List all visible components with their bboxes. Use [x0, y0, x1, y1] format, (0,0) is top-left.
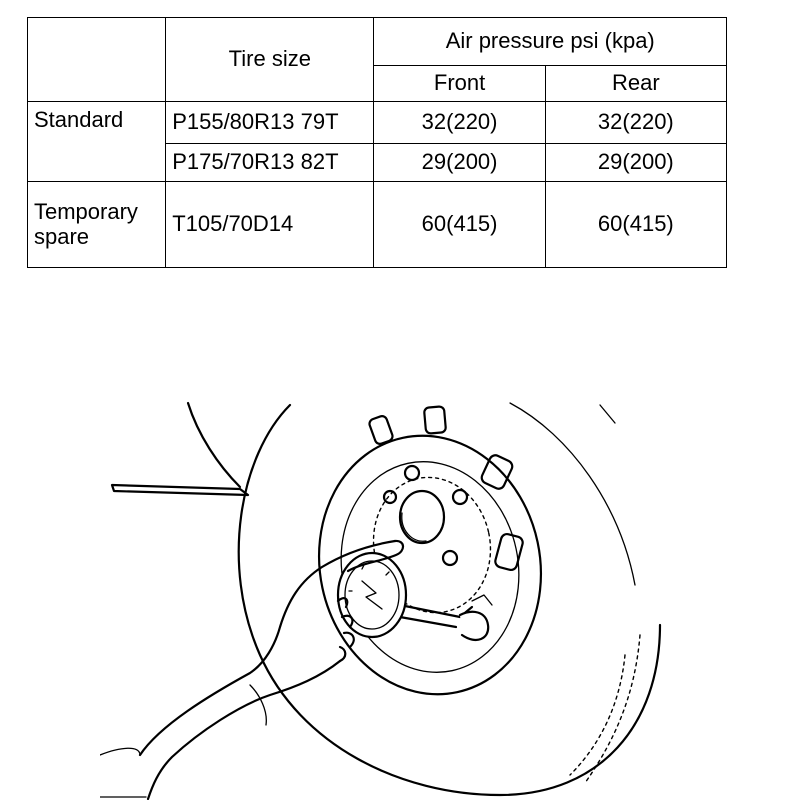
lug-nut	[382, 489, 398, 505]
tire-pressure-table: Tire size Air pressure psi (kpa) Front R…	[26, 17, 728, 268]
sleeve	[100, 747, 141, 756]
header-front: Front	[373, 65, 546, 102]
hub-cap-shade	[401, 512, 427, 542]
tire-size-cell: T105/70D14	[165, 181, 375, 268]
header-row: Tire size Air pressure psi (kpa)	[26, 17, 727, 102]
front-pressure-cell: 32(220)	[373, 101, 546, 144]
tire-size-cell: P175/70R13 82T	[165, 143, 375, 182]
tire-size-cell: P155/80R13 79T	[165, 101, 375, 144]
valve-cap	[471, 594, 493, 606]
rear-pressure-cell: 60(415)	[544, 181, 728, 268]
wheel-vent	[494, 532, 524, 572]
front-pressure-cell: 29(200)	[373, 143, 546, 182]
rear-pressure-cell: 29(200)	[544, 143, 728, 182]
gauge-face	[344, 560, 400, 630]
category-temporary-spare: Temporary spare	[26, 181, 167, 268]
header-blank-cell	[26, 17, 167, 102]
wheel-rim	[317, 434, 543, 696]
tire-outer-right	[509, 402, 636, 586]
table-row: Standard P155/80R13 79T 32(220) 32(220)	[26, 101, 728, 182]
valve-stem	[458, 610, 490, 642]
wheel-vent	[423, 405, 447, 435]
tire-outer	[237, 403, 662, 797]
thumb	[346, 539, 405, 573]
lug-nut	[403, 464, 421, 482]
fender-edge	[186, 401, 242, 489]
knuckle-line	[249, 684, 267, 726]
hub-cap	[398, 489, 446, 545]
header-rear: Rear	[544, 65, 728, 102]
fingers	[336, 597, 355, 663]
gauge-needle	[361, 580, 383, 610]
body-sill	[110, 483, 250, 497]
category-line: spare	[34, 223, 90, 249]
wheel-vent	[480, 454, 514, 490]
tread-texture	[584, 634, 641, 784]
table-row: Temporary spare T105/70D14 60(415) 60(41…	[26, 181, 728, 268]
front-pressure-cell: 60(415)	[373, 181, 546, 268]
tire-mark	[599, 404, 616, 424]
category-standard: Standard	[26, 101, 167, 182]
palm-lower	[146, 659, 342, 800]
tread-texture	[569, 654, 626, 776]
hand-outline	[138, 539, 397, 757]
wheel-vent	[368, 415, 394, 445]
gauge-stem	[398, 603, 474, 629]
subheader-row: Front Rear	[28, 65, 728, 102]
header-tire-size: Tire size	[165, 17, 375, 102]
header-air-pressure: Air pressure psi (kpa)	[373, 17, 727, 66]
rear-pressure-cell: 32(220)	[544, 101, 728, 144]
tire-pressure-gauge-icon	[100, 401, 662, 800]
lug-nut	[451, 488, 469, 506]
category-line: Temporary	[34, 199, 138, 225]
lug-nut	[441, 549, 459, 567]
